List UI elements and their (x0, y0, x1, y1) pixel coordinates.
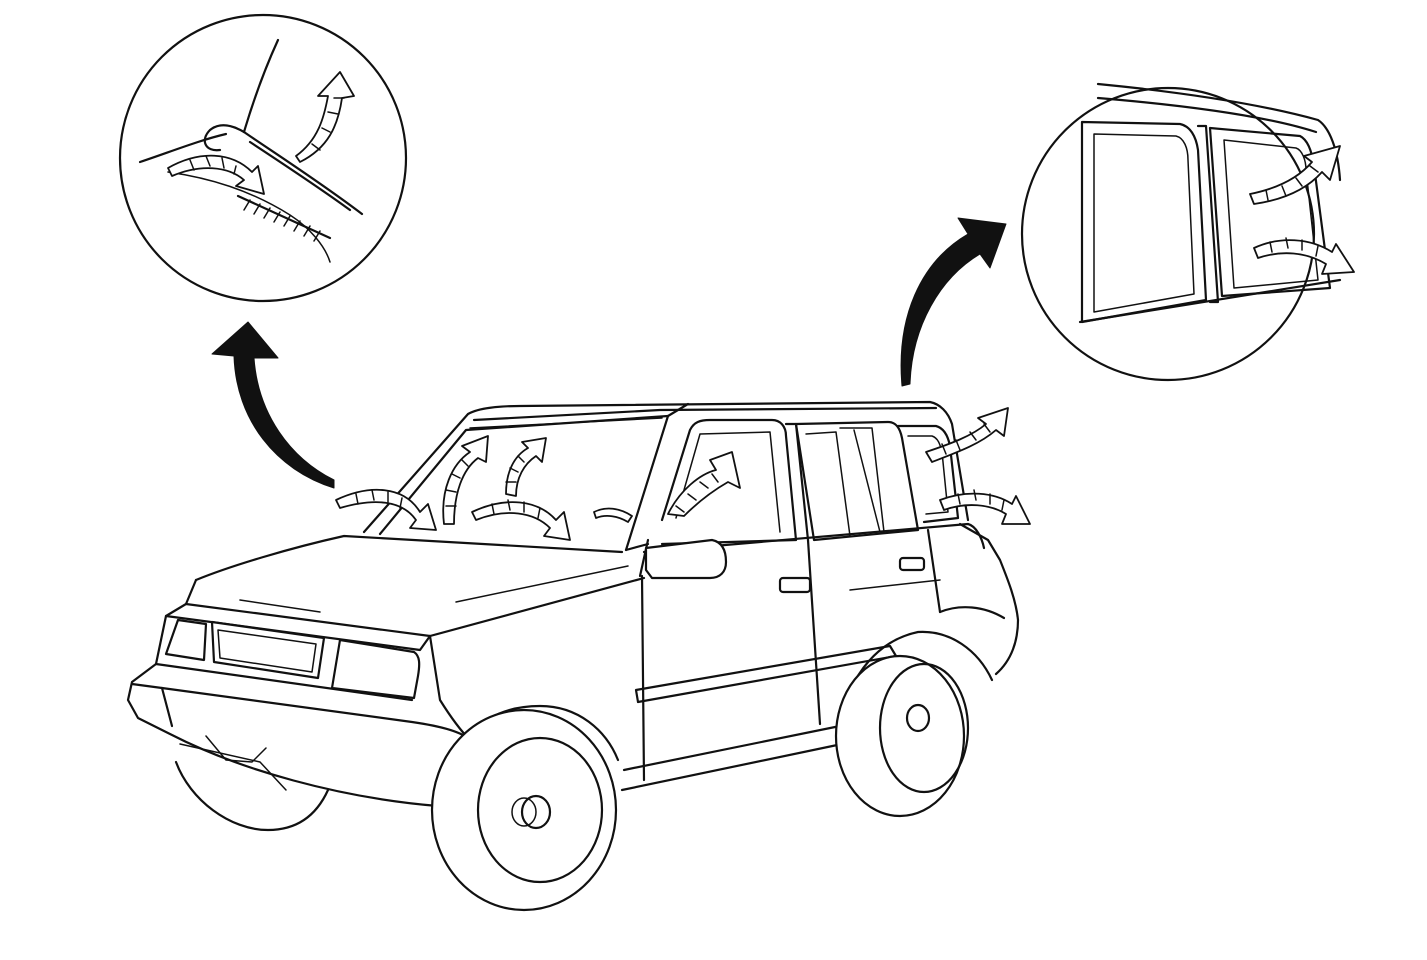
flow-arrow-lower-icon (1253, 237, 1355, 275)
flow-arrow-icon (925, 407, 1009, 463)
rear-wheel (834, 630, 994, 818)
rear-hub (905, 703, 931, 733)
flow-arrow-in-icon (167, 154, 265, 195)
solid-pointer-arrow-right-icon (900, 217, 1007, 387)
detail-circle-right (1020, 86, 1316, 382)
weatherstrip-hatch (236, 194, 332, 242)
flow-arrow-out-icon (295, 71, 355, 163)
side-mirror (644, 538, 728, 580)
rear-window-detail-callout (1020, 82, 1355, 382)
headlight-left (164, 618, 208, 662)
flow-arrow-icon (335, 489, 437, 531)
rear-door-handle (898, 556, 926, 572)
headlight-right (330, 638, 421, 700)
grille (210, 620, 326, 680)
vehicle-flow-arrows (335, 407, 1031, 541)
flow-arrow-icon (505, 437, 547, 497)
solid-pointer-arrow-left-icon (211, 321, 335, 489)
front-door-handle (778, 576, 812, 594)
flow-arrow-upper-icon (1249, 145, 1341, 205)
front-left-wheel (174, 760, 330, 832)
windshield-detail-callout (118, 13, 408, 303)
flow-arrow-icon (939, 489, 1031, 525)
flow-arrow-icon (442, 435, 489, 525)
front-wheel (430, 704, 620, 912)
flow-arrow-icon (471, 499, 571, 541)
vehicle-body (126, 400, 1020, 912)
detail-circle-left (118, 13, 408, 303)
flow-arrow-icon (667, 451, 741, 517)
flow-arrow-icon (593, 507, 633, 523)
